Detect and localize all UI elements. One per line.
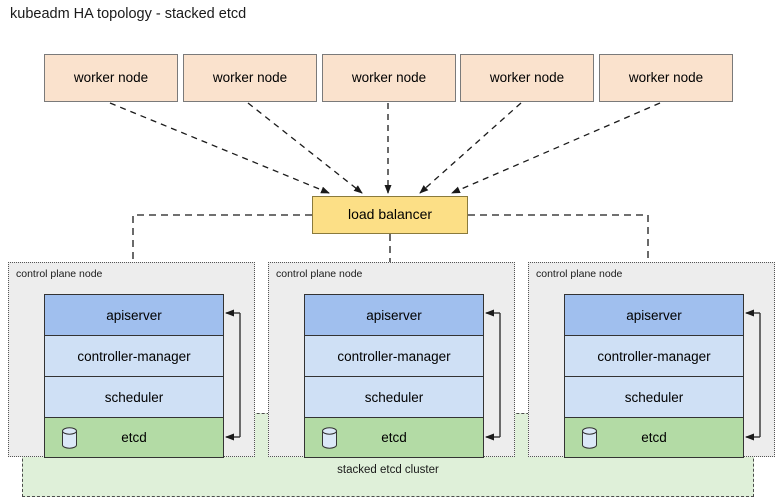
control-plane-node-label: control plane node: [536, 268, 623, 280]
component-controller-manager[interactable]: controller-manager: [564, 335, 744, 376]
load-balancer-node[interactable]: load balancer: [312, 196, 468, 234]
control-plane-node-2[interactable]: control plane node apiserver controller-…: [268, 262, 515, 458]
component-controller-manager[interactable]: controller-manager: [44, 335, 224, 376]
worker-node-5[interactable]: worker node: [599, 54, 733, 102]
control-plane-node-3[interactable]: control plane node apiserver controller-…: [528, 262, 775, 458]
control-plane-component-stack: apiserver controller-manager scheduler e…: [564, 294, 744, 458]
database-cylinder-icon: [62, 426, 77, 449]
diagram-title: kubeadm HA topology - stacked etcd: [10, 6, 247, 22]
component-scheduler[interactable]: scheduler: [44, 376, 224, 417]
component-scheduler[interactable]: scheduler: [304, 376, 484, 417]
component-controller-manager[interactable]: controller-manager: [304, 335, 484, 376]
component-label: etcd: [381, 430, 407, 445]
component-apiserver[interactable]: apiserver: [44, 294, 224, 335]
edge-worker4-to-lb: [419, 102, 522, 194]
component-apiserver[interactable]: apiserver: [564, 294, 744, 335]
control-plane-component-stack: apiserver controller-manager scheduler e…: [304, 294, 484, 458]
component-etcd[interactable]: etcd: [304, 417, 484, 458]
worker-node-label: worker node: [212, 69, 288, 85]
edge-worker5-to-lb: [451, 102, 661, 194]
control-plane-component-stack: apiserver controller-manager scheduler e…: [44, 294, 224, 458]
worker-node-label: worker node: [73, 69, 149, 85]
worker-node-3[interactable]: worker node: [322, 54, 456, 102]
component-label: apiserver: [366, 307, 422, 323]
component-label: controller-manager: [337, 348, 451, 364]
component-label: etcd: [641, 430, 667, 445]
load-balancer-label: load balancer: [347, 206, 433, 223]
control-plane-node-label: control plane node: [276, 268, 363, 280]
control-plane-node-1[interactable]: control plane node apiserver controller-…: [8, 262, 255, 458]
component-label: apiserver: [626, 307, 682, 323]
edge-worker1-to-lb: [109, 102, 330, 194]
worker-node-1[interactable]: worker node: [44, 54, 178, 102]
component-label: controller-manager: [77, 348, 191, 364]
database-cylinder-icon: [582, 426, 597, 449]
component-apiserver[interactable]: apiserver: [304, 294, 484, 335]
worker-node-label: worker node: [351, 69, 427, 85]
worker-node-2[interactable]: worker node: [183, 54, 317, 102]
stacked-etcd-cluster-label: stacked etcd cluster: [337, 464, 439, 476]
worker-node-label: worker node: [628, 69, 704, 85]
edge-worker2-to-lb: [247, 102, 363, 194]
worker-node-4[interactable]: worker node: [460, 54, 594, 102]
component-label: etcd: [121, 430, 147, 445]
worker-node-label: worker node: [489, 69, 565, 85]
control-plane-node-label: control plane node: [16, 268, 103, 280]
component-label: controller-manager: [597, 348, 711, 364]
component-etcd[interactable]: etcd: [564, 417, 744, 458]
component-scheduler[interactable]: scheduler: [564, 376, 744, 417]
component-label: scheduler: [364, 389, 424, 405]
component-etcd[interactable]: etcd: [44, 417, 224, 458]
component-label: scheduler: [624, 389, 684, 405]
database-cylinder-icon: [322, 426, 337, 449]
component-label: scheduler: [104, 389, 164, 405]
component-label: apiserver: [106, 307, 162, 323]
